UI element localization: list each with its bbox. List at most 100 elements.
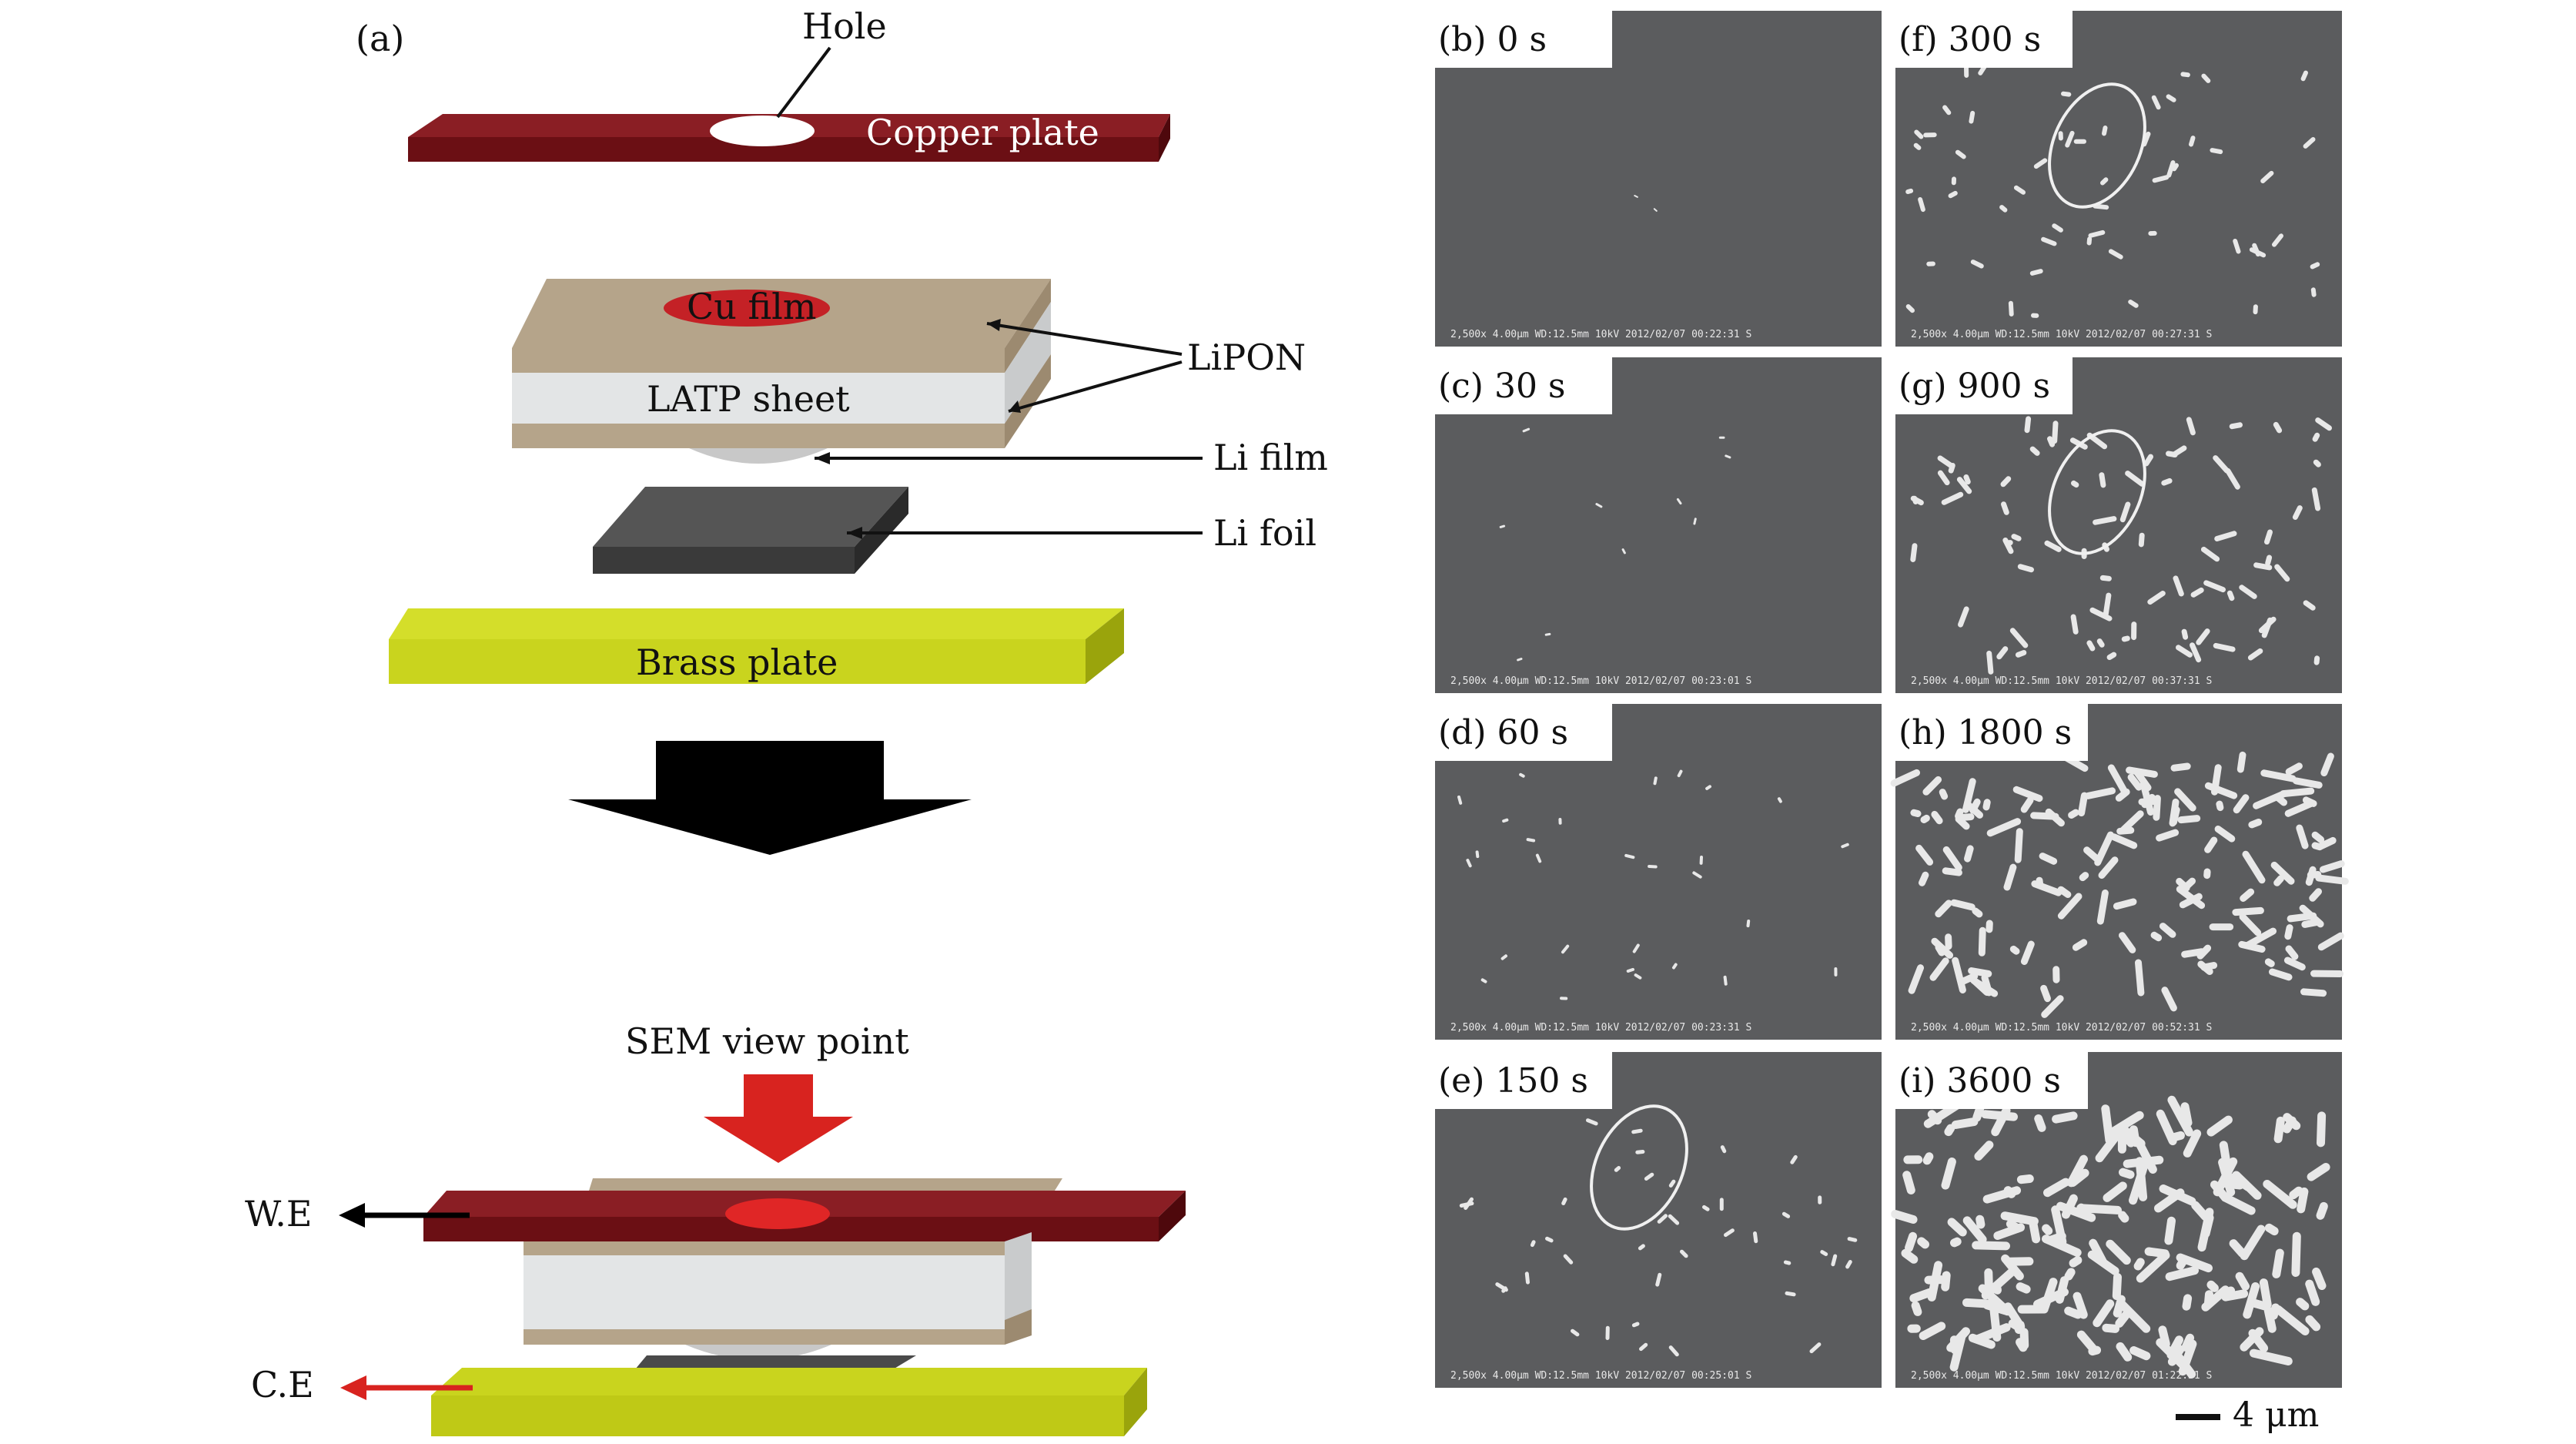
sem-particle	[2099, 642, 2102, 645]
sem-particle	[2183, 74, 2188, 75]
sem-particle	[1503, 956, 1506, 958]
sem-particle	[1993, 1304, 1997, 1337]
sem-particle	[2011, 303, 2012, 314]
sem-particle	[1655, 778, 1656, 783]
sem-particle	[2310, 1319, 2317, 1327]
copper-plate: Copper plate	[408, 112, 1170, 162]
sem-particle	[2169, 454, 2176, 455]
brass-plate: Brass plate	[389, 608, 1124, 684]
sem-particle	[1623, 550, 1624, 553]
sem-particle	[1916, 146, 1919, 148]
sem-particle	[2226, 1294, 2244, 1297]
sem-particle	[1945, 1275, 1947, 1287]
sem-particle	[2186, 1298, 2188, 1306]
schematic-panel: (a) Copper plate Hole Cu film LATP sheet	[245, 5, 1328, 1436]
sem-particle	[1779, 799, 1781, 801]
sem-particle	[2319, 878, 2346, 881]
sem-particle	[1722, 1147, 1725, 1151]
sem-particle	[2032, 449, 2037, 453]
sem-particle	[2123, 1215, 2125, 1218]
sem-particle	[2154, 935, 2159, 937]
sem-particle	[2208, 1295, 2209, 1304]
sem-particle	[2002, 207, 2005, 210]
sem-particle	[1949, 1128, 1951, 1132]
sem-particle	[2027, 419, 2029, 431]
sem-particle	[2170, 1271, 2194, 1277]
sem-particle	[2252, 823, 2259, 825]
sem-particle	[1521, 775, 1524, 776]
sem-particle	[2104, 128, 2106, 133]
sem-particle	[1477, 852, 1478, 856]
sem-particle	[1922, 875, 1925, 883]
sem-particle	[2146, 457, 2151, 464]
sem-particle	[2240, 755, 2243, 769]
sem-particle	[2242, 944, 2262, 949]
sem-particle	[2127, 1160, 2159, 1164]
cu-film-label: Cu film	[687, 286, 816, 327]
sem-particle	[1518, 659, 1521, 661]
sem-particle	[1833, 1256, 1835, 1265]
sem-particle	[1726, 456, 1730, 457]
sem-particle	[1649, 866, 1656, 867]
sem-particle	[2320, 1206, 2323, 1215]
sem-particle	[2102, 475, 2103, 485]
li-foil-label: Li foil	[1213, 512, 1316, 554]
copper-plate-hole	[710, 116, 815, 146]
sem-info-bar: 2,500x 4.00µm WD:12.5mm 10kV 2012/02/07 …	[1450, 1370, 1751, 1382]
sem-panel-label: (c) 30 s	[1438, 367, 1566, 406]
sem-particle	[2315, 435, 2317, 439]
sem-particle	[1951, 466, 1952, 471]
sem-particle	[1980, 1219, 1981, 1225]
sem-info-bar: 2,500x 4.00µm WD:12.5mm 10kV 2012/02/07 …	[1911, 1370, 2212, 1382]
sem-particle	[2276, 424, 2279, 431]
sem-particle	[1914, 812, 1918, 813]
sem-particle	[2289, 949, 2295, 957]
sem-particle	[2074, 483, 2076, 484]
sem-particle	[1547, 1238, 1552, 1241]
sem-panel-label: (b) 0 s	[1438, 20, 1547, 59]
sem-particle	[2240, 1276, 2245, 1286]
sem-particle	[1895, 1215, 1913, 1220]
sem-particle	[2042, 856, 2054, 862]
sem-particle	[2109, 655, 2114, 657]
sem-particle	[1705, 1207, 1708, 1209]
sem-particle	[1964, 817, 1971, 818]
sem-particle	[2050, 439, 2052, 444]
sem-particle	[1945, 871, 1959, 873]
sem-particle	[2130, 302, 2136, 306]
sem-particle	[2316, 462, 2318, 464]
sem-particle	[2297, 781, 2320, 786]
sem-particle	[1528, 839, 1534, 840]
sem-particle	[1909, 1236, 1913, 1248]
sem-particle	[1942, 792, 1944, 796]
sem-particle	[1968, 849, 1971, 859]
sem-particle	[1955, 1122, 1974, 1125]
sem-particle	[2257, 565, 2270, 568]
sem-particle	[2181, 819, 2197, 820]
sem-particle	[2018, 832, 2019, 860]
sem-particle	[2313, 892, 2319, 899]
sem-particle	[2306, 800, 2313, 804]
sem-particle	[2211, 1285, 2214, 1288]
sem-particle	[1955, 1241, 1958, 1243]
sem-particle	[2076, 943, 2083, 947]
sem-particle	[2106, 595, 2109, 615]
sem-particle	[1905, 1253, 1914, 1259]
sem-particle	[2020, 567, 2031, 570]
sem-particle	[1973, 802, 1978, 810]
sem-particle	[2267, 532, 2270, 542]
sem-particle	[1784, 1214, 1788, 1216]
sem-particle	[2236, 910, 2261, 912]
sem-particle	[2313, 290, 2314, 294]
sem-particle	[1483, 980, 1486, 981]
sem-particle	[2268, 558, 2270, 563]
sem-particle	[1966, 477, 1968, 482]
brass-plate-label: Brass plate	[636, 642, 838, 683]
sem-particle	[2293, 1191, 2299, 1194]
li-film	[689, 448, 828, 464]
sem-particle	[2089, 239, 2090, 243]
sem-particle	[2024, 1332, 2025, 1345]
sem-particle	[2096, 519, 2114, 523]
sem-panel: (g) 900 s2,500x 4.00µm WD:12.5mm 10kV 20…	[1895, 357, 2342, 693]
